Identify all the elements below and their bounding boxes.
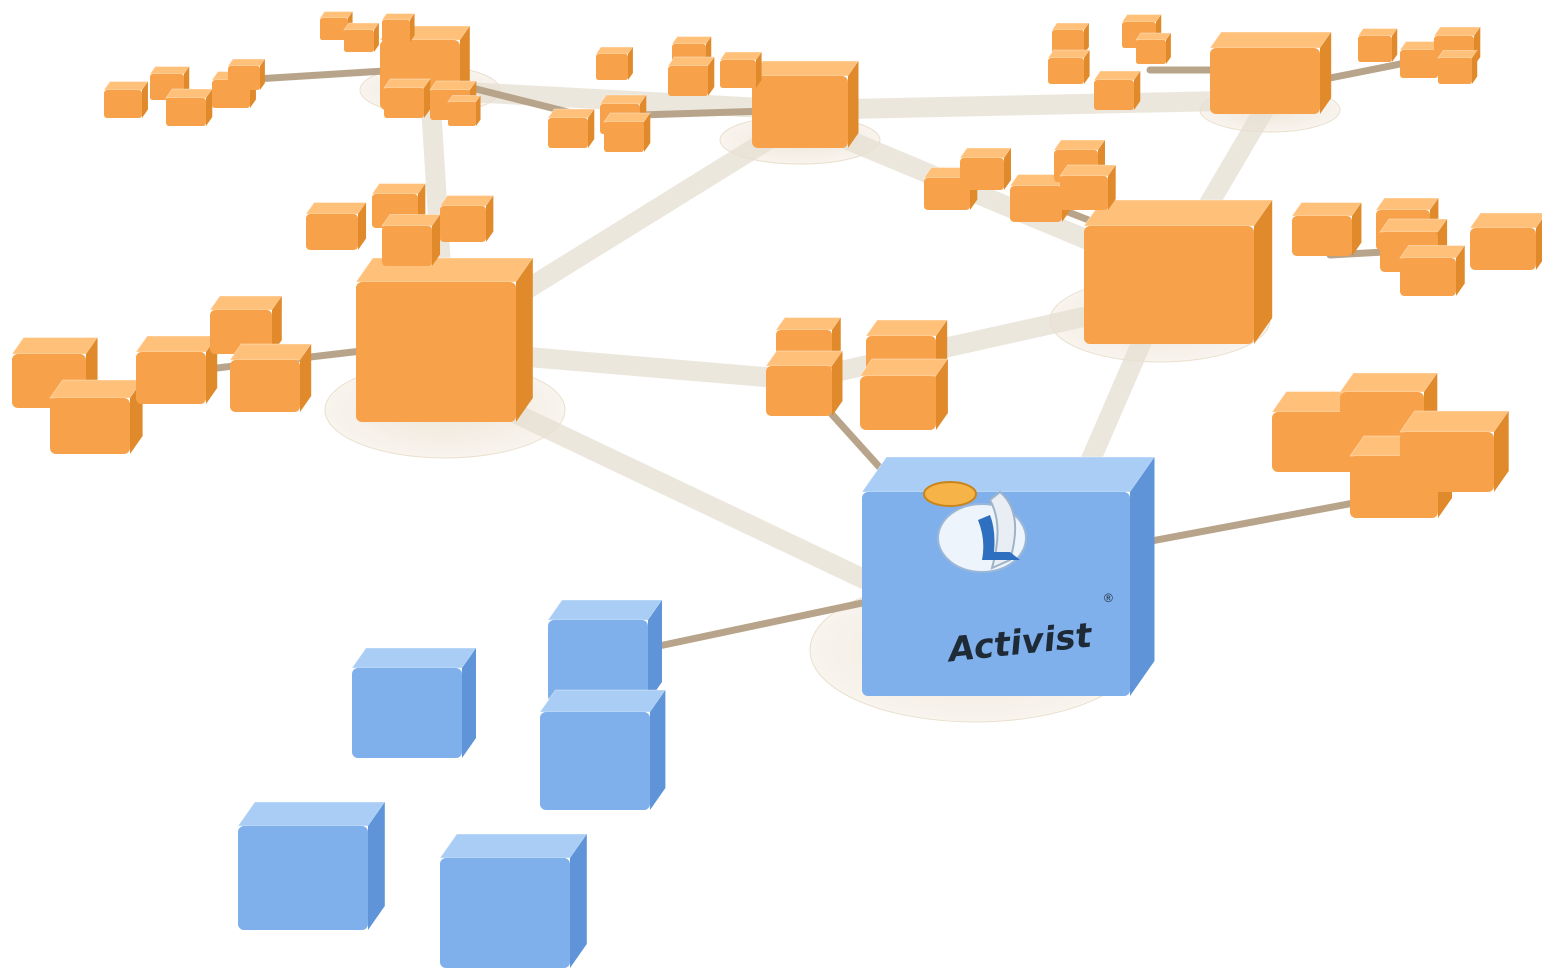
leaf-cube — [229, 343, 313, 412]
leaf-cube — [539, 689, 667, 810]
leaf-cube — [1399, 245, 1466, 296]
leaf-cube — [49, 379, 144, 454]
leaf-cube — [237, 801, 386, 930]
leaf-cube — [667, 56, 716, 96]
leaf-cube — [1059, 164, 1117, 210]
leaf-cube — [165, 88, 214, 126]
hub-cube — [751, 60, 860, 148]
leaf-cube — [383, 78, 432, 118]
leaf-cube — [1047, 49, 1091, 84]
leaf-cube — [343, 22, 380, 52]
leaf-cube — [439, 195, 495, 242]
leaf-cube — [381, 214, 442, 266]
leaf-cube — [439, 833, 588, 968]
leaf-cube — [1399, 410, 1510, 492]
leaf-cube — [135, 335, 219, 404]
connector-rod — [236, 66, 404, 84]
leaf-cube — [547, 108, 596, 148]
leaf-cube — [103, 81, 149, 118]
leaf-cube — [547, 599, 663, 702]
leaf-cube — [227, 58, 266, 90]
registered-mark: ® — [1104, 591, 1113, 605]
leaf-cube — [1437, 50, 1479, 84]
leaf-cube — [595, 46, 634, 80]
hub-cube — [355, 257, 534, 422]
leaf-cube — [1357, 28, 1399, 62]
leaf-cube — [859, 358, 949, 430]
leaf-cube — [1469, 212, 1542, 270]
leaf-cube — [381, 13, 416, 42]
leaf-cube — [1051, 22, 1090, 54]
leaf-cube — [603, 112, 652, 152]
leaf-cube — [719, 51, 763, 88]
leaf-cube — [209, 295, 283, 354]
leaf-cube — [1291, 202, 1363, 256]
hub-cube — [1209, 31, 1333, 114]
network-link — [790, 90, 1280, 120]
leaf-cube — [1135, 32, 1172, 64]
leaf-cube — [305, 202, 368, 250]
leaf-cube — [765, 350, 844, 416]
leaf-cube — [351, 647, 477, 758]
connector-rod — [636, 591, 904, 654]
hub-cube — [1083, 199, 1274, 344]
leaf-cube — [959, 147, 1012, 190]
leaf-cube — [447, 95, 482, 126]
cube-nodes — [11, 11, 1542, 968]
person-with-globe-icon — [923, 481, 1027, 573]
leaf-cube — [1093, 70, 1142, 110]
connector-rod — [1126, 496, 1374, 549]
